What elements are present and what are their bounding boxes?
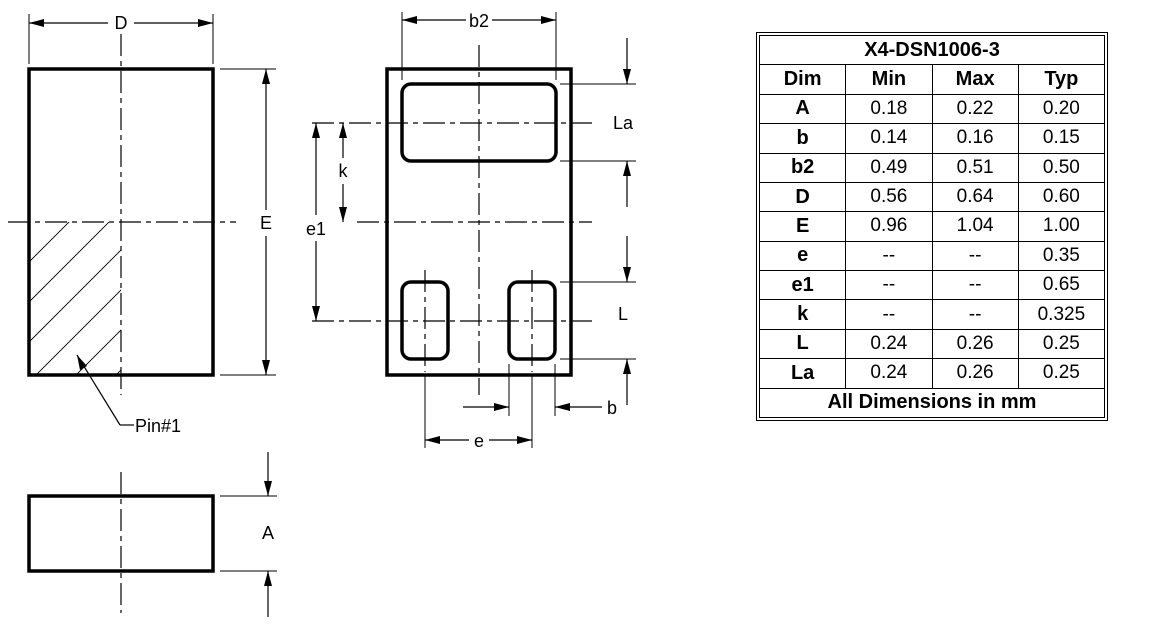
dim-k-label: k — [339, 161, 349, 181]
dim-b-label: b — [607, 398, 617, 418]
cell-min: 0.18 — [845, 93, 933, 125]
cell-max: -- — [931, 269, 1019, 301]
cell-max: -- — [931, 299, 1019, 330]
cell-max: 0.51 — [931, 152, 1019, 183]
col-header-max: Max — [931, 64, 1019, 95]
table-row: b2 0.49 0.51 0.50 — [758, 152, 1106, 183]
cell-min: 0.14 — [845, 123, 933, 154]
table-row: k -- -- 0.325 — [758, 299, 1106, 330]
package-outline-drawing: D E Pin#1 A — [8, 11, 636, 617]
cell-min: 0.56 — [845, 181, 933, 213]
cell-dim: b2 — [758, 152, 847, 183]
cell-max: 0.16 — [931, 123, 1019, 154]
cell-typ: 0.60 — [1017, 181, 1106, 213]
cell-typ: 0.325 — [1017, 299, 1106, 330]
cell-dim: L — [758, 328, 847, 360]
cell-max: 1.04 — [931, 211, 1019, 242]
cell-min: 0.49 — [845, 152, 933, 183]
cell-typ: 0.25 — [1017, 328, 1106, 360]
cell-min: 0.96 — [845, 211, 933, 242]
table-row: e -- -- 0.35 — [758, 240, 1106, 272]
cell-dim: b — [758, 123, 847, 154]
cell-min: -- — [845, 269, 933, 301]
cell-dim: e1 — [758, 269, 847, 301]
dim-l-label: L — [618, 304, 628, 324]
col-header-min: Min — [845, 64, 933, 95]
cell-max: 0.26 — [931, 328, 1019, 360]
side-view-body-outline — [27, 494, 215, 573]
table-row: La 0.24 0.26 0.25 — [758, 358, 1106, 389]
table-title-row: X4-DSN1006-3 — [759, 34, 1105, 66]
pin1-label: Pin#1 — [135, 416, 181, 436]
cell-typ: 0.15 — [1017, 123, 1106, 154]
table-row: e1 -- -- 0.65 — [758, 269, 1106, 301]
cell-dim: D — [758, 181, 847, 213]
dimension-table: X4-DSN1006-3 Dim Min Max Typ A 0.18 0.22… — [758, 34, 1106, 418]
cell-min: -- — [845, 299, 933, 330]
cell-dim: La — [758, 358, 847, 389]
cell-typ: 0.50 — [1017, 152, 1106, 183]
table-footer: All Dimensions in mm — [759, 387, 1105, 418]
table-header-row: Dim Min Max Typ — [758, 64, 1106, 95]
table-title: X4-DSN1006-3 — [759, 34, 1105, 66]
cell-min: -- — [845, 240, 933, 272]
cell-dim: A — [758, 93, 847, 125]
cell-dim: k — [758, 299, 847, 330]
table-row: E 0.96 1.04 1.00 — [758, 211, 1106, 242]
cell-dim: E — [758, 211, 847, 242]
col-header-dim: Dim — [758, 64, 847, 95]
table-footer-row: All Dimensions in mm — [759, 387, 1105, 418]
bottom-view: b2 La k e1 L b — [306, 11, 636, 451]
top-view: D E Pin#1 — [8, 13, 276, 436]
dim-la-label: La — [613, 113, 634, 133]
cell-typ: 0.65 — [1017, 269, 1106, 301]
cell-max: 0.26 — [931, 358, 1019, 389]
dim-a-label: A — [262, 523, 274, 543]
cell-max: 0.64 — [931, 181, 1019, 213]
cell-max: 0.22 — [931, 93, 1019, 125]
table-row: D 0.56 0.64 0.60 — [758, 181, 1106, 213]
table-row: L 0.24 0.26 0.25 — [758, 328, 1106, 360]
dim-e-label: E — [260, 213, 272, 233]
col-header-typ: Typ — [1017, 64, 1106, 95]
dim-d-label: D — [115, 13, 128, 33]
cell-min: 0.24 — [845, 358, 933, 389]
dim-b2-label: b2 — [469, 11, 489, 31]
side-view: A — [27, 452, 277, 617]
dim-e-pitch-label: e — [474, 431, 484, 451]
dim-e1-label: e1 — [306, 219, 326, 239]
table-row: b 0.14 0.16 0.15 — [758, 123, 1106, 154]
cell-min: 0.24 — [845, 328, 933, 360]
dimension-table-frame: X4-DSN1006-3 Dim Min Max Typ A 0.18 0.22… — [756, 32, 1108, 421]
table-row: A 0.18 0.22 0.20 — [758, 93, 1106, 125]
cell-dim: e — [758, 240, 847, 272]
cell-max: -- — [931, 240, 1019, 272]
cell-typ: 0.25 — [1017, 358, 1106, 389]
cell-typ: 0.20 — [1017, 93, 1106, 125]
cell-typ: 0.35 — [1017, 240, 1106, 272]
cell-typ: 1.00 — [1017, 211, 1106, 242]
